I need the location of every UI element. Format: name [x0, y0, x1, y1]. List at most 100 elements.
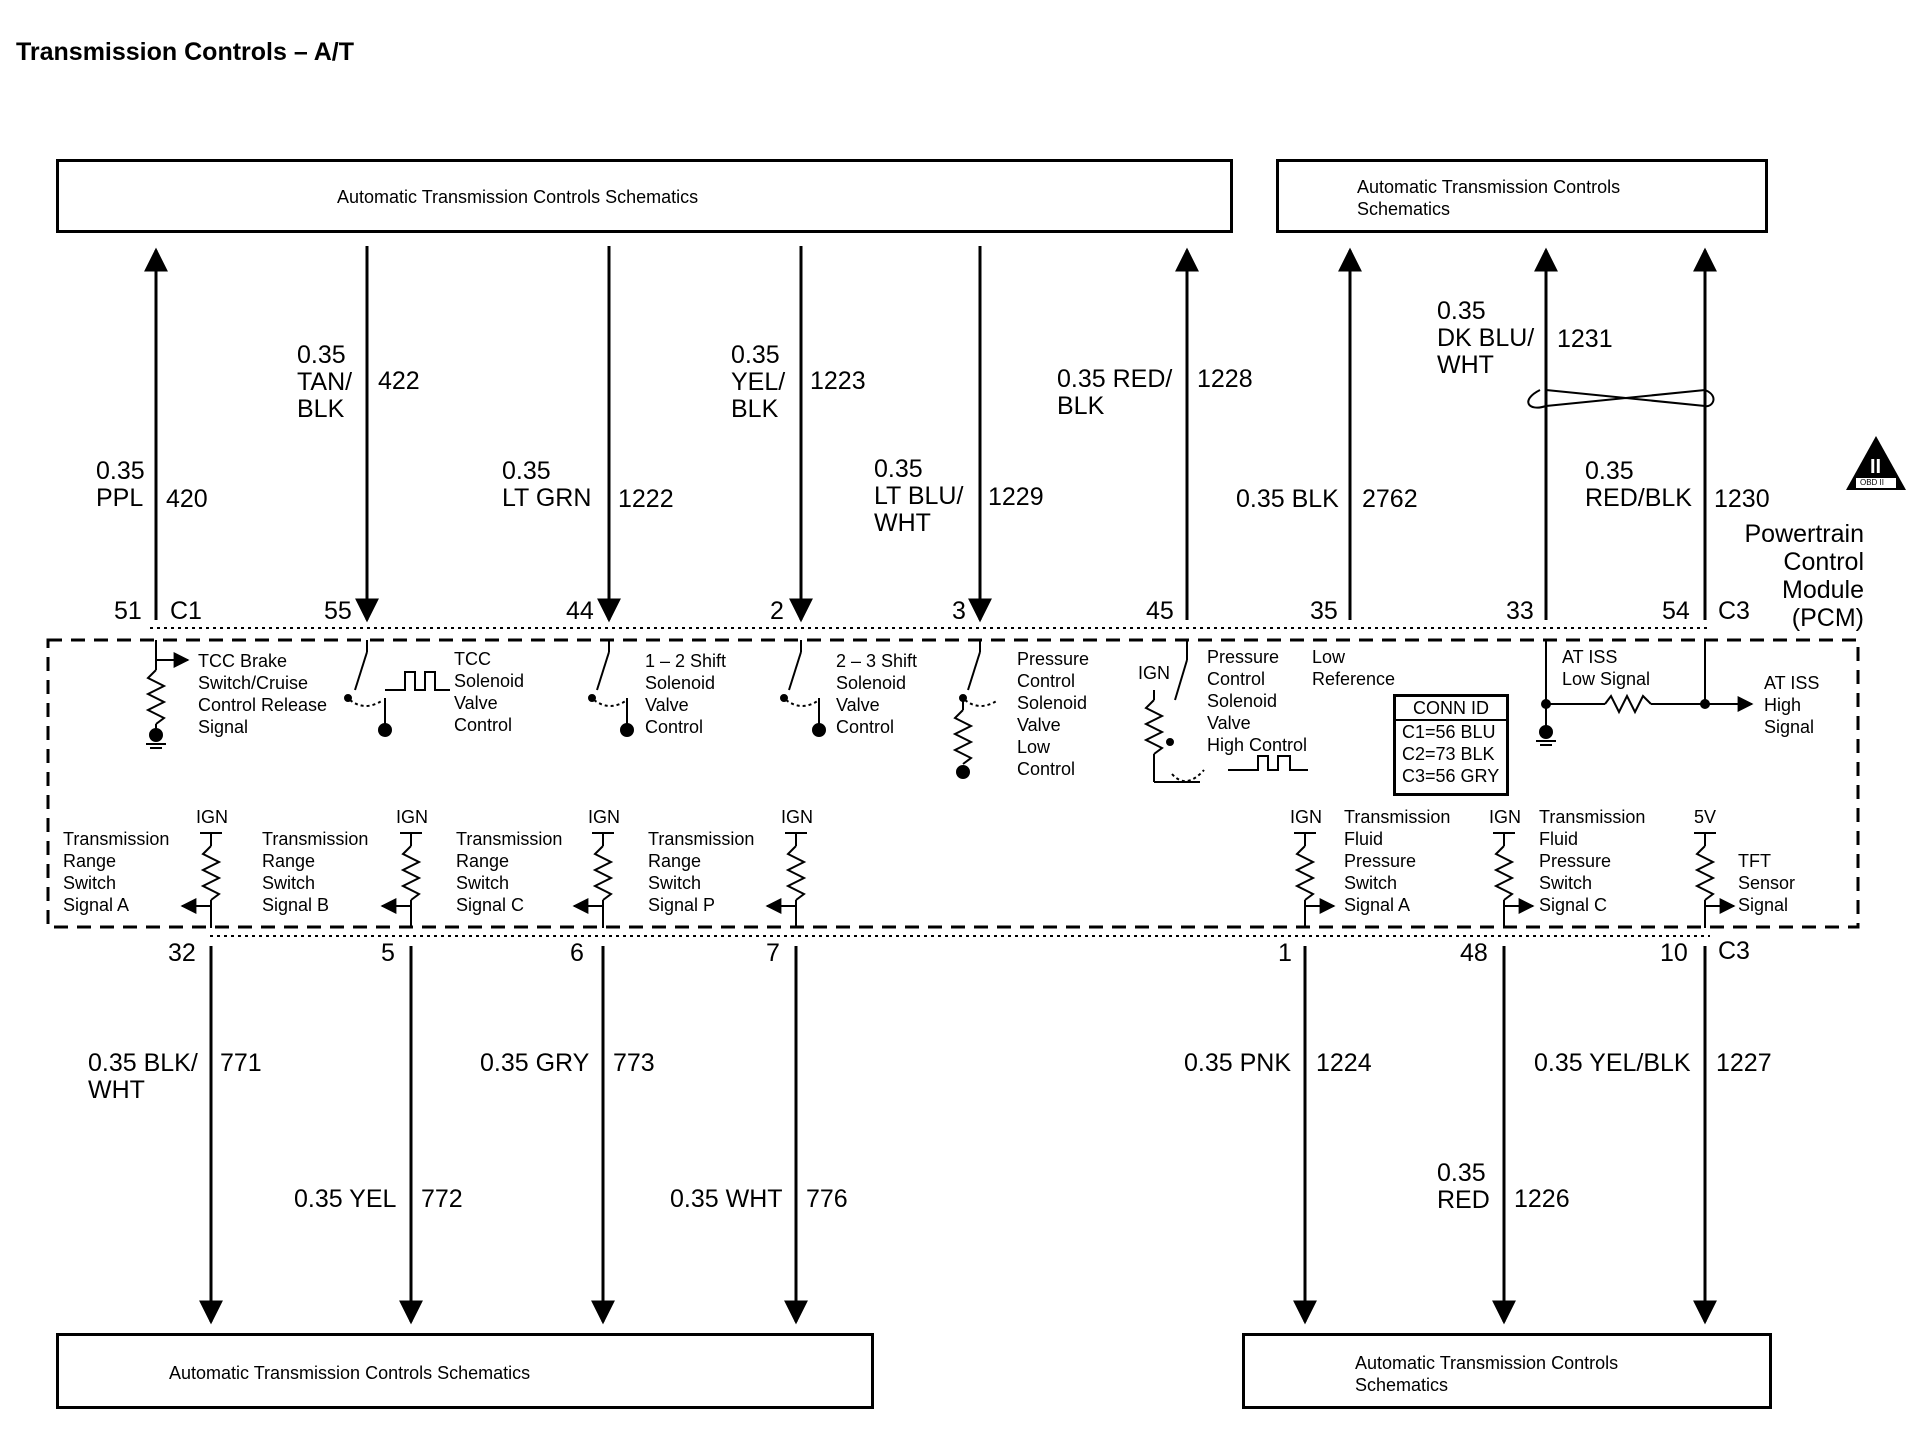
- circuit-function-label: Transmission Range Switch Signal A: [63, 829, 170, 915]
- wire-color-label: 0.35 BLK: [1236, 485, 1339, 513]
- obd-badge-text: OBD II: [1860, 478, 1885, 487]
- trs-signal-c-pullup: [572, 832, 614, 928]
- circuit-function-label: Transmission Fluid Pressure Switch Signa…: [1539, 807, 1646, 915]
- circuit-function-label: Pressure Control Solenoid Valve High Con…: [1207, 647, 1308, 755]
- obd-badge-numeral: II: [1870, 456, 1882, 478]
- circuit-number: 1227: [1716, 1049, 1772, 1077]
- circuit-number: 420: [166, 485, 208, 513]
- shift-1-2-switch: [588, 640, 634, 737]
- connector-id-row: C3=56 GRY: [1402, 766, 1500, 786]
- top-left-box-label: Automatic Transmission Controls Schemati…: [337, 187, 699, 207]
- pcm-module-outline: [46, 638, 1860, 929]
- supply-label: IGN: [196, 807, 229, 827]
- pin-number: 55: [324, 597, 352, 625]
- supply-label: IGN: [396, 807, 429, 827]
- circuit-function-label: Transmission Range Switch Signal C: [456, 829, 563, 915]
- circuit-number: 1228: [1197, 365, 1253, 393]
- wire-color-label: 0.35 YEL/ BLK: [731, 341, 786, 423]
- circuit-number: 1229: [988, 483, 1044, 511]
- pin-number: 3: [952, 597, 966, 625]
- tcc-brake-signal-circuit: [145, 640, 190, 749]
- wire-color-label: 0.35 RED/BLK: [1585, 457, 1692, 512]
- circuit-function-label: AT ISS Low Signal: [1562, 647, 1651, 689]
- connector-c3-bottom-label: C3: [1718, 937, 1750, 965]
- connector-id-header: CONN ID: [1396, 697, 1506, 721]
- wire-color-label: 0.35 LT GRN: [502, 457, 592, 512]
- circuit-function-label: TCC Brake Switch/Cruise Control Release …: [198, 651, 328, 737]
- circuit-number: 771: [220, 1049, 262, 1077]
- circuit-function-label: Pressure Control Solenoid Valve Low Cont…: [1017, 649, 1090, 779]
- pin-number: 54: [1662, 597, 1690, 625]
- connector-id-table: CONN ID C1=56 BLU C2=73 BLK C3=56 GRY: [1393, 694, 1509, 796]
- circuit-function-label: Transmission Range Switch Signal P: [648, 829, 755, 915]
- trs-signal-a-pullup: [180, 832, 222, 928]
- circuit-number: 1222: [618, 485, 674, 513]
- pc-solenoid-high-switch: [1143, 640, 1308, 783]
- circuit-function-label: 2 – 3 Shift Solenoid Valve Control: [836, 651, 918, 737]
- obd-ii-badge-icon: [1846, 436, 1906, 490]
- circuit-number: 773: [613, 1049, 655, 1077]
- top-right-target-box[interactable]: Automatic Transmission Controls Schemati…: [1276, 159, 1768, 233]
- shift-2-3-switch: [780, 640, 826, 737]
- circuit-number: 772: [421, 1185, 463, 1213]
- circuit-function-label: 1 – 2 Shift Solenoid Valve Control: [645, 651, 727, 737]
- supply-label: IGN: [588, 807, 621, 827]
- wire-color-label: 0.35 LT BLU/ WHT: [874, 455, 964, 537]
- circuit-function-label: Low Reference: [1312, 647, 1396, 689]
- circuit-number: 1223: [810, 367, 866, 395]
- bottom-left-box-label: Automatic Transmission Controls Schemati…: [169, 1363, 531, 1383]
- supply-label: 5V: [1694, 807, 1717, 827]
- supply-label: IGN: [1290, 807, 1323, 827]
- circuit-number: 1231: [1557, 325, 1613, 353]
- connector-id-row: C2=73 BLK: [1402, 744, 1495, 764]
- trs-signal-b-pullup: [380, 832, 422, 928]
- wire-color-label: 0.35 YEL/BLK: [1534, 1049, 1691, 1077]
- top-left-target-box[interactable]: Automatic Transmission Controls Schemati…: [56, 159, 1233, 233]
- circuit-function-label: Transmission Range Switch Signal B: [262, 829, 369, 915]
- wire-color-label: 0.35 DK BLU/ WHT: [1437, 297, 1535, 379]
- ign-supply-label: IGN: [1138, 663, 1171, 683]
- tft-sensor-pullup: [1694, 832, 1736, 928]
- twisted-pair-symbol: [1527, 388, 1715, 409]
- pin-number: 10: [1660, 939, 1688, 967]
- circuit-number: 2762: [1362, 485, 1418, 513]
- pcm-module-label: Powertrain Control Module (PCM): [1744, 520, 1865, 632]
- tfps-signal-c-pullup: [1493, 832, 1535, 928]
- top-right-box-label: Automatic Transmission Controls Schemati…: [1357, 177, 1621, 219]
- pin-number: 32: [168, 939, 196, 967]
- circuit-number: 776: [806, 1185, 848, 1213]
- pin-number: 44: [566, 597, 594, 625]
- pin-number: 35: [1310, 597, 1338, 625]
- pin-number: 33: [1506, 597, 1534, 625]
- page-title: Transmission Controls – A/T: [16, 38, 355, 66]
- bottom-right-box-label: Automatic Transmission Controls Schemati…: [1355, 1353, 1619, 1395]
- bottom-right-target-box[interactable]: Automatic Transmission Controls Schemati…: [1242, 1333, 1772, 1409]
- circuit-function-label: TCC Solenoid Valve Control: [454, 649, 525, 735]
- tfps-signal-a-pullup: [1294, 832, 1336, 928]
- wire-color-label: 0.35 PPL: [96, 457, 145, 512]
- bottom-left-target-box[interactable]: Automatic Transmission Controls Schemati…: [56, 1333, 874, 1409]
- wire-color-label: 0.35 WHT: [670, 1185, 783, 1213]
- wire-color-label: 0.35 RED/ BLK: [1057, 365, 1173, 420]
- pin-number: 45: [1146, 597, 1174, 625]
- trs-signal-p-pullup: [765, 832, 807, 928]
- at-iss-circuit: [1536, 640, 1754, 746]
- pin-number: 5: [381, 939, 395, 967]
- pin-number: 6: [570, 939, 584, 967]
- circuit-number: 1224: [1316, 1049, 1372, 1077]
- wire-color-label: 0.35 GRY: [480, 1049, 590, 1077]
- tcc-solenoid-switch: [344, 640, 450, 737]
- circuit-function-label: Transmission Fluid Pressure Switch Signa…: [1344, 807, 1451, 915]
- pin-number: 51: [114, 597, 142, 625]
- connector-c1-label: C1: [170, 597, 202, 625]
- pin-number: 48: [1460, 939, 1488, 967]
- pin-number: 7: [766, 939, 780, 967]
- connector-id-row: C1=56 BLU: [1402, 722, 1496, 742]
- circuit-function-label: TFT Sensor Signal: [1738, 851, 1796, 915]
- connector-c3-top-label: C3: [1718, 597, 1750, 625]
- circuit-number: 1230: [1714, 485, 1770, 513]
- wire-color-label: 0.35 PNK: [1184, 1049, 1292, 1077]
- supply-label: IGN: [1489, 807, 1522, 827]
- wire-color-label: 0.35 YEL: [294, 1185, 397, 1213]
